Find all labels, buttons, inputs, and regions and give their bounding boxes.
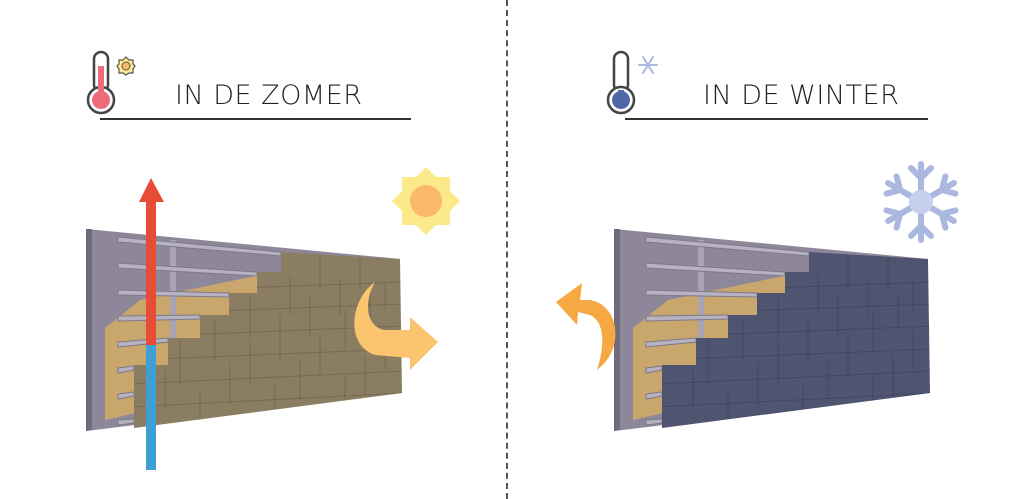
summer-thermometer-icon [86, 50, 116, 115]
heat-retain-arrow-icon [556, 283, 616, 370]
heat-arrow-up-icon [139, 178, 164, 470]
winter-wall [613, 228, 933, 432]
winter-title-underline [625, 118, 928, 120]
summer-title: IN DE ZOMER [175, 80, 363, 111]
winter-title: IN DE WINTER [703, 80, 900, 111]
small-snowflake-icon [638, 56, 658, 74]
heat-reflect-arrow-icon [354, 282, 438, 370]
winter-thermometer-icon [606, 50, 636, 115]
small-sun-icon [116, 56, 136, 76]
sun-icon [392, 167, 460, 235]
summer-title-underline [100, 118, 411, 120]
snowflake-icon [883, 161, 959, 240]
section-divider [506, 0, 508, 499]
